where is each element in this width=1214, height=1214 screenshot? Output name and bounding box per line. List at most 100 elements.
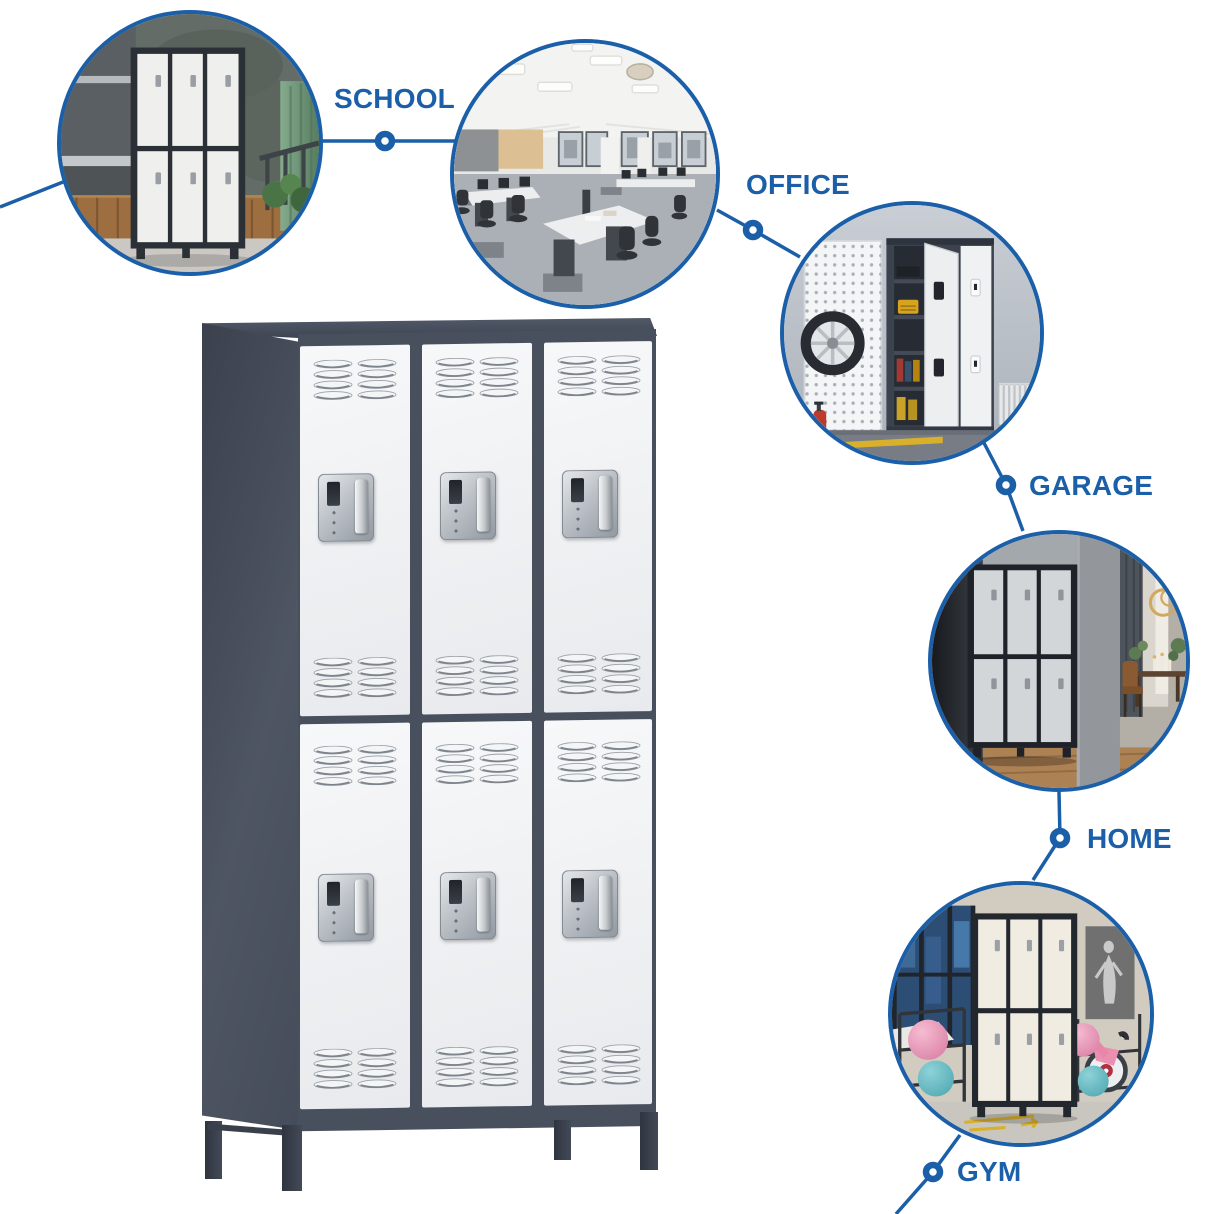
locker-door — [300, 722, 410, 1110]
connector-line-gym-bottom — [894, 1133, 962, 1214]
mini-locker — [971, 913, 1078, 1118]
office-chairs — [454, 189, 688, 260]
locker-door — [422, 720, 532, 1108]
connector-line-home-gym — [1031, 791, 1062, 881]
locker-leg — [282, 1125, 302, 1191]
lock-slot — [571, 878, 584, 903]
vent-grille — [557, 355, 641, 396]
handle-screws — [573, 906, 583, 935]
pillar — [1076, 534, 1120, 788]
connector-dot — [1049, 827, 1071, 849]
door-handle — [562, 869, 618, 939]
handle-screws — [451, 907, 461, 937]
handrail — [61, 155, 136, 167]
vent-grille — [435, 357, 519, 398]
door-handle — [440, 871, 496, 941]
handle-screws — [329, 909, 339, 938]
handle-grip — [355, 479, 368, 534]
garage-scene — [784, 205, 1040, 461]
vent-grille — [313, 1048, 397, 1089]
ball-rack — [1076, 1014, 1142, 1102]
door-handle — [318, 873, 374, 943]
mini-locker-open — [886, 238, 994, 446]
exercise-ball-pink — [907, 1019, 949, 1060]
vent-grille — [313, 359, 397, 400]
lock-slot — [449, 479, 462, 505]
handle-screws — [573, 506, 583, 535]
connector-line-school-left — [0, 180, 64, 209]
office-label: OFFICE — [746, 169, 850, 200]
lock-slot — [571, 478, 584, 503]
vent-grille — [313, 745, 397, 786]
ball-rack — [898, 1007, 966, 1107]
locker-leg — [554, 1120, 571, 1160]
connector-dot — [922, 1161, 944, 1183]
vent-grille — [313, 657, 397, 698]
school-label: SCHOOL — [334, 83, 455, 114]
home-scene — [932, 534, 1186, 788]
locker-leg — [205, 1121, 222, 1179]
door-handle — [318, 473, 374, 543]
product-locker — [200, 315, 660, 1195]
vent-grille — [557, 741, 641, 782]
exercise-ball-teal — [917, 1060, 954, 1097]
door-handle — [440, 471, 496, 541]
handle-grip — [599, 875, 612, 930]
dining-set — [1122, 638, 1186, 717]
handle-grip — [599, 475, 612, 530]
mini-locker — [967, 564, 1078, 758]
exercise-ball-teal — [1077, 1065, 1109, 1097]
poster — [1085, 926, 1135, 1020]
locker-door — [422, 342, 532, 715]
vent-grille — [557, 1044, 641, 1085]
dining-chair — [1122, 661, 1138, 695]
lock-slot — [449, 879, 462, 905]
home-label: HOME — [1087, 823, 1172, 854]
handrail — [61, 75, 136, 84]
wood-floor — [932, 747, 1186, 788]
school-scene — [61, 14, 319, 272]
locker-side-panel — [202, 323, 298, 1131]
connector-line-office-garage — [716, 208, 801, 259]
connector-dot — [374, 130, 396, 152]
office-scene — [454, 43, 716, 305]
tan-wall-panel — [498, 129, 544, 169]
wheel — [800, 311, 865, 376]
school-photo-circle — [57, 10, 323, 276]
handle-grip — [355, 879, 368, 934]
connector-dot — [742, 219, 764, 241]
gym-photo-circle — [888, 881, 1154, 1147]
gym-scene — [892, 885, 1150, 1143]
ceiling-vent — [626, 63, 654, 81]
gym-label: GYM — [957, 1156, 1022, 1187]
handle-grip — [477, 877, 490, 932]
locker-leg — [640, 1112, 658, 1170]
garage-photo-circle — [780, 201, 1044, 465]
locker-door — [544, 719, 652, 1106]
connector-line-garage-home — [982, 442, 1025, 532]
mini-locker — [130, 47, 246, 260]
locker-door — [300, 344, 410, 717]
toolbox — [897, 299, 919, 314]
open-door — [924, 242, 959, 434]
vent-grille — [435, 655, 519, 696]
closed-door — [960, 245, 992, 428]
vent-grille — [557, 653, 641, 694]
vent-grille — [435, 1046, 519, 1087]
door-handle — [562, 469, 618, 539]
connector-dot — [995, 474, 1017, 496]
garage-label: GARAGE — [1029, 470, 1154, 501]
home-photo-circle — [928, 530, 1190, 792]
handle-grip — [477, 477, 490, 532]
yellow-floor-marks — [964, 1114, 1039, 1132]
stair-railing — [259, 140, 319, 161]
windows — [557, 131, 707, 168]
lock-slot — [327, 481, 340, 506]
locker-front — [298, 329, 656, 1132]
radiator — [998, 382, 1037, 426]
vent-grille — [435, 743, 519, 784]
handle-screws — [451, 507, 461, 537]
lock-slot — [327, 881, 340, 906]
office-photo-circle — [450, 39, 720, 309]
